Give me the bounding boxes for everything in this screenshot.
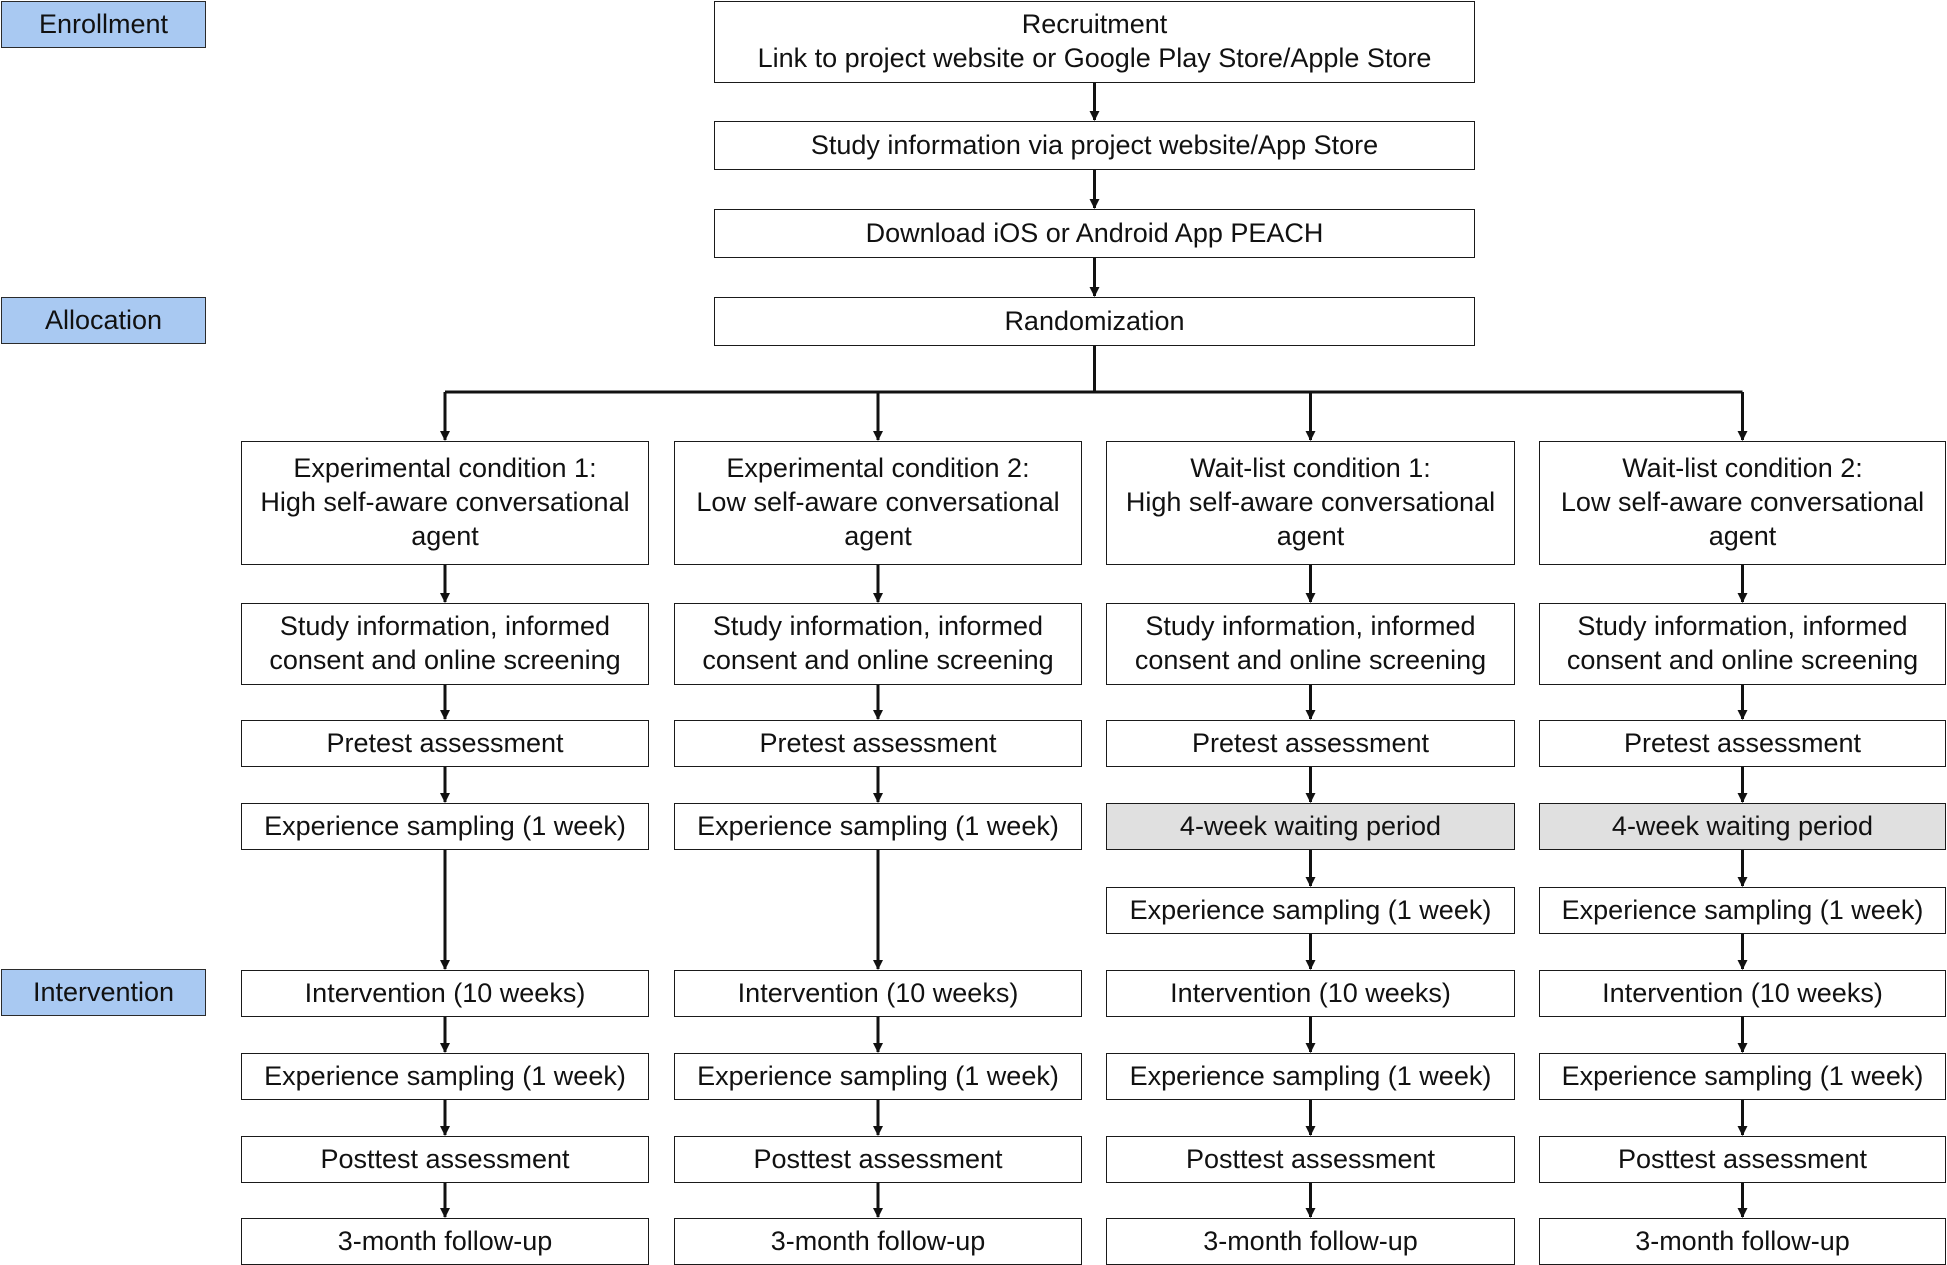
arm1-consent-box: Study information, informed consent and … xyxy=(241,603,649,685)
arm1-pretest-box: Pretest assessment xyxy=(241,720,649,767)
arm2-sampling-post-box: Experience sampling (1 week) xyxy=(674,1053,1082,1100)
arm2-condition-box: Experimental condition 2: Low self-aware… xyxy=(674,441,1082,565)
arm2-followup-box: 3-month follow-up xyxy=(674,1218,1082,1265)
stage-label-intervention: Intervention xyxy=(1,969,206,1016)
arm2-posttest-box: Posttest assessment xyxy=(674,1136,1082,1183)
arm2-sampling-pre-box: Experience sampling (1 week) xyxy=(674,803,1082,850)
arm1-intervention-box: Intervention (10 weeks) xyxy=(241,970,649,1017)
arm4-waiting-box: 4-week waiting period xyxy=(1539,803,1946,850)
arm1-sampling-post-box: Experience sampling (1 week) xyxy=(241,1053,649,1100)
arm4-consent-box: Study information, informed consent and … xyxy=(1539,603,1946,685)
arm1-followup-box: 3-month follow-up xyxy=(241,1218,649,1265)
arm4-pretest-box: Pretest assessment xyxy=(1539,720,1946,767)
arm3-intervention-box: Intervention (10 weeks) xyxy=(1106,970,1515,1017)
study-info-box: Study information via project website/Ap… xyxy=(714,121,1475,170)
arm4-condition-box: Wait-list condition 2: Low self-aware co… xyxy=(1539,441,1946,565)
arm2-intervention-box: Intervention (10 weeks) xyxy=(674,970,1082,1017)
randomization-box: Randomization xyxy=(714,297,1475,346)
arm4-sampling-post-box: Experience sampling (1 week) xyxy=(1539,1053,1946,1100)
arm3-pretest-box: Pretest assessment xyxy=(1106,720,1515,767)
arm2-pretest-box: Pretest assessment xyxy=(674,720,1082,767)
arm1-sampling-pre-box: Experience sampling (1 week) xyxy=(241,803,649,850)
stage-label-enrollment: Enrollment xyxy=(1,1,206,48)
arm4-sampling-pre-box: Experience sampling (1 week) xyxy=(1539,887,1946,934)
recruitment-box: Recruitment Link to project website or G… xyxy=(714,1,1475,83)
arm2-consent-box: Study information, informed consent and … xyxy=(674,603,1082,685)
arm3-consent-box: Study information, informed consent and … xyxy=(1106,603,1515,685)
arm4-intervention-box: Intervention (10 weeks) xyxy=(1539,970,1946,1017)
arm3-posttest-box: Posttest assessment xyxy=(1106,1136,1515,1183)
arm4-posttest-box: Posttest assessment xyxy=(1539,1136,1946,1183)
arm1-condition-box: Experimental condition 1: High self-awar… xyxy=(241,441,649,565)
arm3-sampling-pre-box: Experience sampling (1 week) xyxy=(1106,887,1515,934)
arm1-posttest-box: Posttest assessment xyxy=(241,1136,649,1183)
arm3-waiting-box: 4-week waiting period xyxy=(1106,803,1515,850)
arm4-followup-box: 3-month follow-up xyxy=(1539,1218,1946,1265)
stage-label-allocation: Allocation xyxy=(1,297,206,344)
arm3-condition-box: Wait-list condition 1: High self-aware c… xyxy=(1106,441,1515,565)
download-app-box: Download iOS or Android App PEACH xyxy=(714,209,1475,258)
arm3-followup-box: 3-month follow-up xyxy=(1106,1218,1515,1265)
arm3-sampling-post-box: Experience sampling (1 week) xyxy=(1106,1053,1515,1100)
